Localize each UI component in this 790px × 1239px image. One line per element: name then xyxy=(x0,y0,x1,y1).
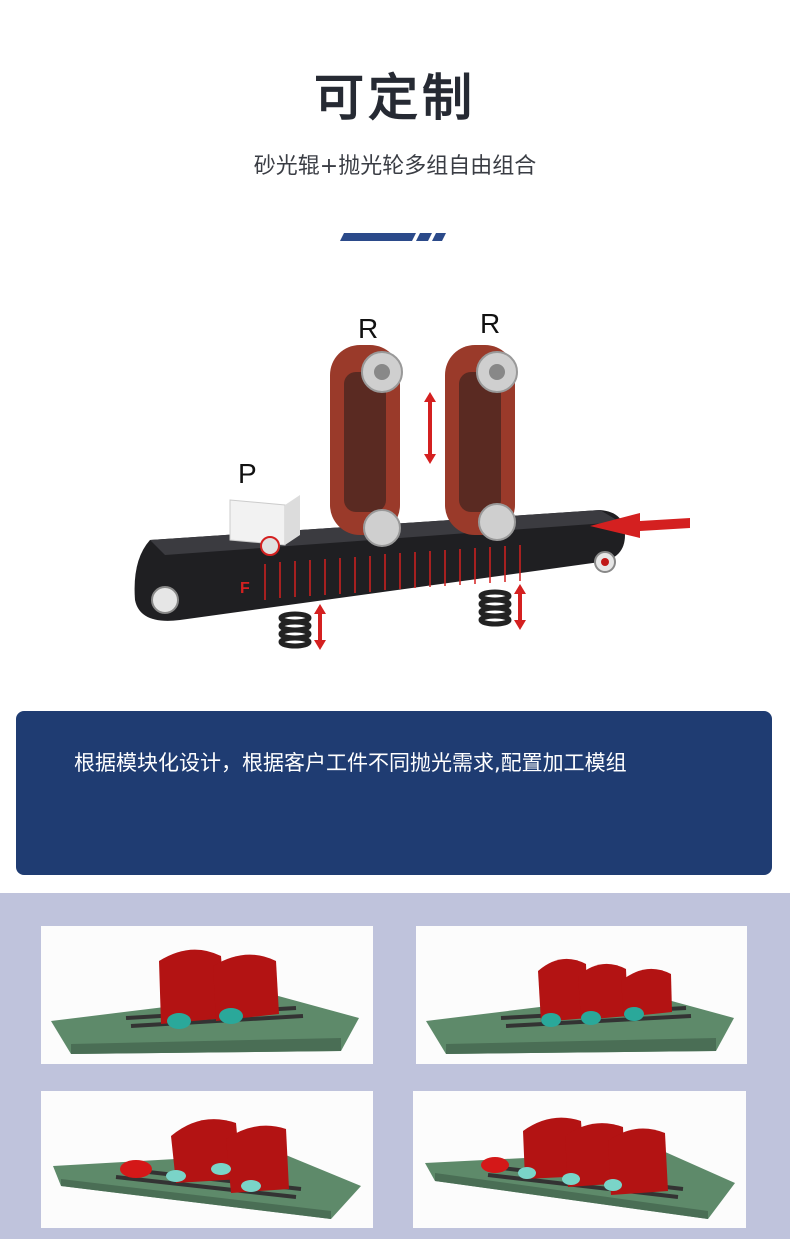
spring-right xyxy=(478,589,512,627)
polish-wheel-unit xyxy=(229,495,300,556)
decorative-divider xyxy=(340,233,446,241)
page-title: 可定制 xyxy=(314,69,476,127)
force-arrows xyxy=(264,545,521,600)
config-thumbnail-polish-three-rollers xyxy=(413,1091,746,1228)
spring-left xyxy=(278,611,312,649)
sanding-roller-1 xyxy=(330,345,403,547)
force-label-f: F xyxy=(240,580,250,597)
roller-label-r2: R xyxy=(480,308,500,339)
roller-label-r1: R xyxy=(358,313,378,344)
sanding-machine-diagram: R R P F xyxy=(134,308,690,650)
config-thumbnail-two-rollers xyxy=(41,926,373,1064)
polish-two-roller-config-image xyxy=(53,1119,361,1219)
configuration-gallery xyxy=(0,893,790,1239)
three-roller-config-image xyxy=(426,958,734,1054)
polish-label-p: P xyxy=(238,458,257,489)
feed-direction-arrow xyxy=(590,513,690,538)
config-thumbnail-polish-two-rollers xyxy=(41,1091,373,1228)
adjust-arrows xyxy=(314,392,526,650)
polish-three-roller-config-image xyxy=(425,1117,735,1219)
sanding-roller-2 xyxy=(445,345,518,541)
info-panel-text: 根据模块化设计，根据客户工件不同抛光需求,配置加工模组 xyxy=(74,751,627,775)
info-panel: 根据模块化设计，根据客户工件不同抛光需求,配置加工模组 xyxy=(16,711,772,875)
page-subtitle: 砂光辊+抛光轮多组自由组合 xyxy=(253,154,537,179)
config-thumbnail-three-rollers xyxy=(416,926,747,1064)
two-roller-config-image xyxy=(51,949,359,1054)
